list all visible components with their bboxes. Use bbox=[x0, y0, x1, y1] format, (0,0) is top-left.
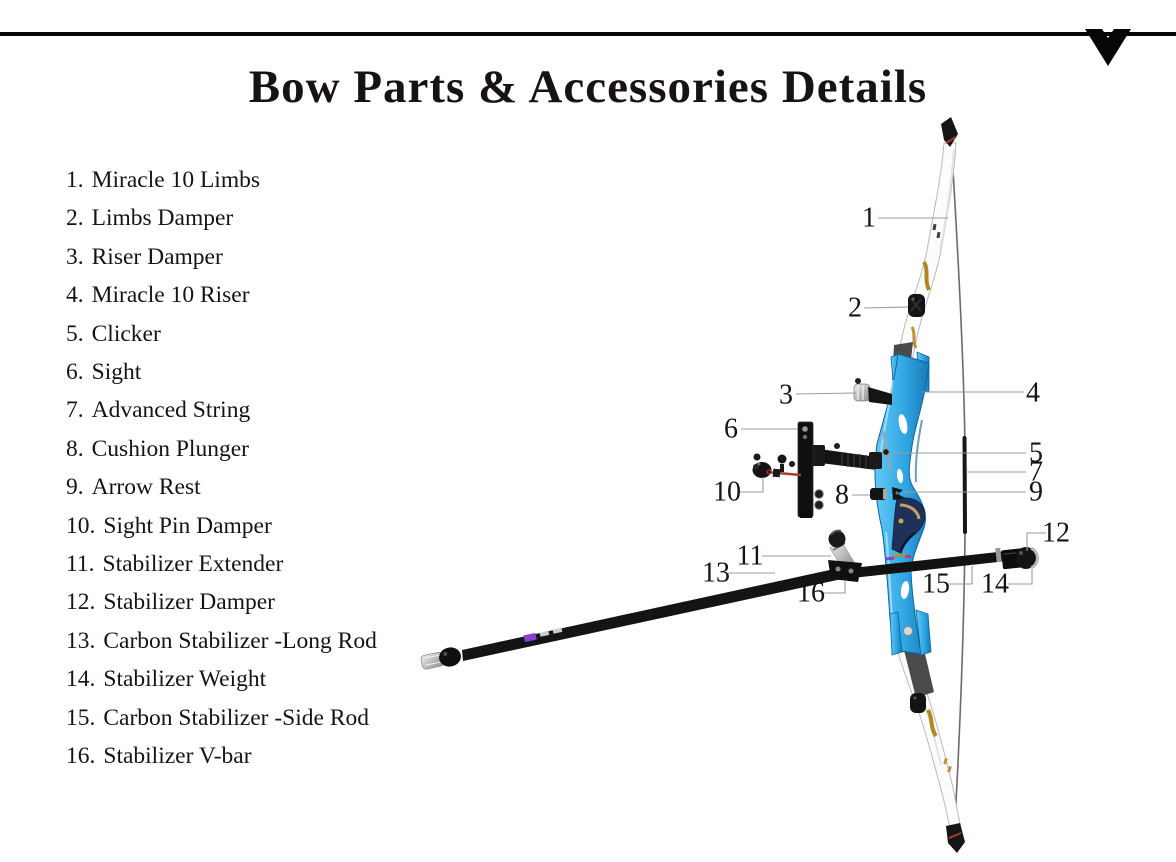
callout-number: 12 bbox=[1042, 518, 1070, 549]
bottom-limb-tip bbox=[946, 823, 965, 853]
limb-damper-top bbox=[908, 294, 925, 317]
parts-list-item: 3. Riser Damper bbox=[66, 238, 377, 276]
callout-number: 2 bbox=[848, 293, 862, 324]
long-rod-end-weight bbox=[420, 647, 461, 670]
parts-list-item: 14. Stabilizer Weight bbox=[66, 660, 377, 698]
part-number: 11. bbox=[66, 551, 95, 578]
stabilizer-damper bbox=[1015, 546, 1039, 570]
callout-number: 7 bbox=[1029, 457, 1043, 488]
part-label: Carbon Stabilizer -Long Rod bbox=[103, 627, 377, 654]
part-label: Stabilizer Weight bbox=[103, 666, 267, 693]
part-number: 10. bbox=[66, 512, 96, 539]
top-rule bbox=[0, 32, 1176, 36]
callout-leader-line bbox=[795, 392, 857, 395]
v-bar bbox=[828, 560, 862, 582]
callout-number: 10 bbox=[713, 477, 741, 508]
callout-number: 4 bbox=[1026, 378, 1040, 409]
part-number: 15. bbox=[66, 704, 96, 731]
parts-list-item: 13. Carbon Stabilizer -Long Rod bbox=[66, 622, 377, 660]
part-number: 6. bbox=[66, 359, 84, 386]
top-limb-graphics bbox=[910, 223, 941, 349]
callout-number: 8 bbox=[835, 480, 849, 511]
part-label: Clicker bbox=[91, 320, 161, 347]
part-label: Riser Damper bbox=[91, 243, 223, 270]
parts-list-item: 4. Miracle 10 Riser bbox=[66, 276, 377, 314]
sight bbox=[797, 421, 877, 518]
limb-damper-bottom bbox=[910, 693, 926, 713]
callout-number: 6 bbox=[724, 414, 738, 445]
callout-number: 11 bbox=[737, 541, 764, 572]
bottom-limb-graphics bbox=[926, 708, 952, 773]
callout-number: 15 bbox=[922, 569, 950, 600]
part-label: Miracle 10 Riser bbox=[91, 282, 250, 309]
parts-list-item: 10. Sight Pin Damper bbox=[66, 507, 377, 545]
cushion-plunger bbox=[870, 488, 887, 500]
part-label: Stabilizer Extender bbox=[102, 551, 284, 578]
part-number: 12. bbox=[66, 589, 96, 616]
callout-leader-line bbox=[1008, 569, 1033, 585]
parts-list-item: 15. Carbon Stabilizer -Side Rod bbox=[66, 699, 377, 737]
riser-damper bbox=[853, 378, 892, 405]
bottom-limb bbox=[897, 637, 965, 853]
parts-list-item: 5. Clicker bbox=[66, 315, 377, 353]
callout-leader-line bbox=[949, 566, 973, 585]
part-number: 14. bbox=[66, 666, 96, 693]
callout-number: 3 bbox=[779, 380, 793, 411]
part-label: Cushion Plunger bbox=[91, 435, 249, 462]
part-number: 5. bbox=[66, 320, 84, 347]
part-number: 7. bbox=[66, 397, 84, 424]
part-number: 2. bbox=[66, 205, 84, 232]
part-number: 1. bbox=[66, 167, 84, 193]
part-number: 4. bbox=[66, 282, 84, 309]
callout-leader-line bbox=[1026, 532, 1046, 551]
parts-list-item: 1. Miracle 10 Limbs bbox=[66, 161, 377, 199]
callout-leader-line bbox=[863, 306, 909, 309]
parts-list-item: 2. Limbs Damper bbox=[66, 199, 377, 237]
double-chevron-down-icon bbox=[1085, 29, 1131, 66]
part-number: 3. bbox=[66, 243, 84, 270]
clicker bbox=[881, 430, 893, 472]
part-number: 16. bbox=[66, 743, 96, 770]
parts-list-item: 11. Stabilizer Extender bbox=[66, 545, 377, 583]
long-rod bbox=[420, 566, 851, 670]
parts-list: 1. Miracle 10 Limbs 2. Limbs Damper 3. Riser … bbox=[66, 161, 377, 776]
part-label: Miracle 10 Limbs bbox=[91, 167, 261, 193]
top-limb bbox=[893, 117, 958, 375]
callout-number: 13 bbox=[702, 558, 730, 589]
part-label: Limbs Damper bbox=[91, 205, 234, 232]
parts-list-item: 12. Stabilizer Damper bbox=[66, 583, 377, 621]
string-center-serving bbox=[962, 436, 967, 534]
grip bbox=[891, 497, 926, 554]
parts-list-item: 6. Sight bbox=[66, 353, 377, 391]
sight-pin-damper bbox=[752, 453, 802, 478]
callout-leader-line bbox=[739, 477, 764, 493]
part-number: 8. bbox=[66, 435, 84, 462]
callout-number: 16 bbox=[797, 578, 825, 609]
callout-number: 9 bbox=[1029, 477, 1043, 508]
parts-list-item: 9. Arrow Rest bbox=[66, 468, 377, 506]
part-label: Sight bbox=[91, 359, 142, 386]
callout-leader-line bbox=[823, 580, 846, 594]
callout-number: 5 bbox=[1029, 438, 1043, 469]
callout-number: 1 bbox=[862, 203, 876, 234]
top-limb-tip bbox=[941, 117, 958, 147]
part-label: Carbon Stabilizer -Side Rod bbox=[103, 704, 370, 731]
callout-number: 14 bbox=[981, 569, 1009, 600]
part-number: 13. bbox=[66, 627, 96, 654]
part-label: Sight Pin Damper bbox=[103, 512, 272, 539]
parts-list-item: 8. Cushion Plunger bbox=[66, 430, 377, 468]
side-rod bbox=[852, 547, 1007, 578]
part-label: Arrow Rest bbox=[91, 474, 201, 501]
parts-list-item: 16. Stabilizer V-bar bbox=[66, 737, 377, 775]
part-number: 9. bbox=[66, 474, 84, 501]
part-label: Advanced String bbox=[91, 397, 251, 424]
page-title: Bow Parts & Accessories Details bbox=[248, 61, 928, 113]
part-label: Stabilizer Damper bbox=[103, 589, 275, 616]
arrow-rest bbox=[892, 487, 905, 500]
parts-list-item: 7. Advanced String bbox=[66, 391, 377, 429]
part-label: Stabilizer V-bar bbox=[103, 743, 252, 770]
